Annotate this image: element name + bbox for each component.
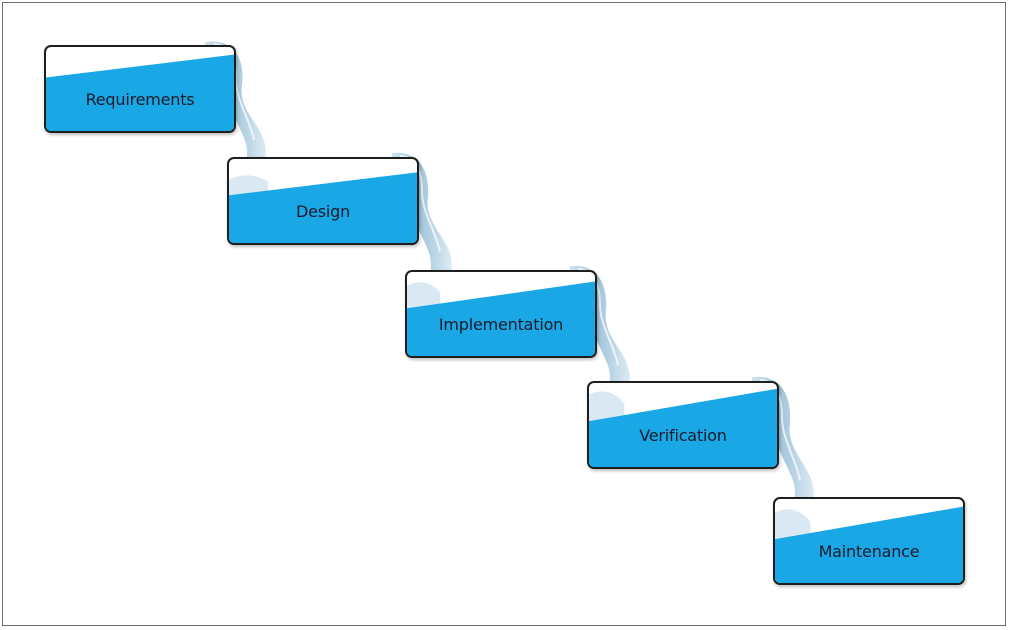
water-fill bbox=[407, 281, 595, 356]
stage-requirements: Requirements bbox=[44, 45, 236, 133]
stage-label: Maintenance bbox=[818, 542, 920, 561]
stage-maintenance: Maintenance bbox=[773, 497, 965, 585]
stage-label: Implementation bbox=[438, 315, 564, 334]
stage-implementation: Implementation bbox=[405, 270, 597, 358]
stage-label: Design bbox=[295, 202, 351, 221]
water-fill bbox=[589, 388, 777, 467]
stage-design: Design bbox=[227, 157, 419, 245]
water-fill bbox=[46, 54, 234, 131]
stage-verification: Verification bbox=[587, 381, 779, 469]
water-stream bbox=[570, 265, 630, 407]
water-fill bbox=[229, 172, 417, 243]
stage-label: Requirements bbox=[85, 90, 195, 109]
water-fill bbox=[775, 506, 963, 583]
water-stream bbox=[392, 152, 452, 294]
stage-label: Verification bbox=[639, 426, 727, 445]
water-stream bbox=[752, 376, 814, 522]
